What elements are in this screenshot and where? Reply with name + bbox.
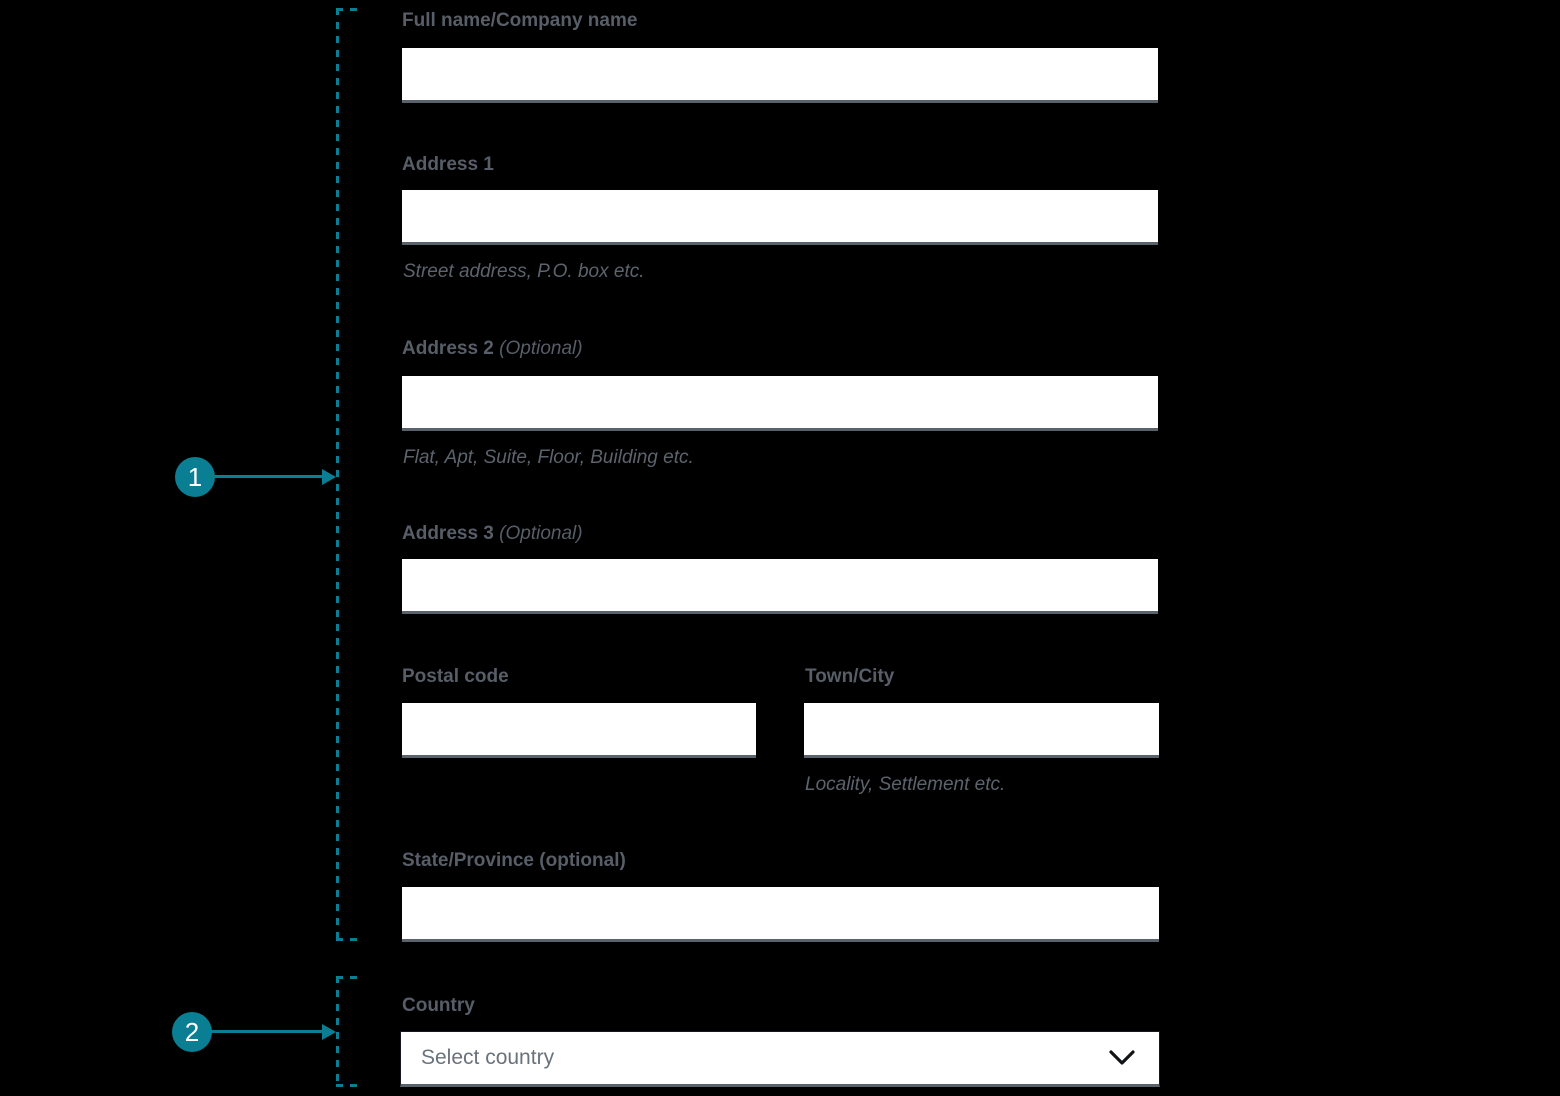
annotation-marker-1: 1 [175, 457, 215, 497]
address-2-input[interactable] [402, 376, 1158, 431]
country-label: Country [402, 995, 475, 1016]
address-1-input[interactable] [402, 190, 1158, 245]
annotation-arrow-1-head [322, 469, 336, 485]
address-3-optional-text: (Optional) [499, 523, 583, 544]
address-2-label-text: Address 2 [402, 338, 494, 359]
bracket-1-bottom-tick [336, 938, 358, 941]
address-3-input[interactable] [402, 559, 1158, 614]
address-1-hint: Street address, P.O. box etc. [403, 261, 645, 282]
bracket-1-line [336, 8, 339, 941]
town-city-label: Town/City [805, 666, 895, 687]
annotation-marker-2-number: 2 [184, 1016, 200, 1047]
chevron-down-icon [1107, 1047, 1137, 1069]
bracket-2-bottom-tick [336, 1084, 358, 1087]
bracket-2-line [336, 976, 339, 1087]
full-name-input[interactable] [402, 48, 1158, 103]
full-name-label: Full name/Company name [402, 10, 638, 31]
annotation-arrow-2-line [211, 1030, 324, 1033]
annotation-arrow-1-line [214, 475, 324, 478]
state-province-input[interactable] [402, 887, 1159, 942]
address-1-label: Address 1 [402, 154, 494, 175]
annotation-marker-2: 2 [172, 1012, 212, 1052]
town-city-input[interactable] [804, 703, 1159, 758]
address-3-label-text: Address 3 [402, 523, 494, 544]
postal-code-label: Postal code [402, 666, 509, 687]
state-province-label: State/Province (optional) [402, 850, 626, 871]
address-2-optional-text: (Optional) [499, 338, 583, 359]
address-2-hint: Flat, Apt, Suite, Floor, Building etc. [403, 447, 694, 468]
country-select-placeholder: Select country [421, 1046, 555, 1069]
country-select[interactable]: Select country [400, 1031, 1160, 1087]
annotation-arrow-2-head [322, 1024, 336, 1040]
address-2-label: Address 2 (Optional) [402, 338, 583, 360]
bracket-1-top-tick [336, 8, 358, 11]
postal-code-input[interactable] [402, 703, 756, 758]
address-3-label: Address 3 (Optional) [402, 523, 583, 545]
annotation-marker-1-number: 1 [187, 461, 203, 492]
bracket-2-top-tick [336, 976, 358, 979]
town-city-hint: Locality, Settlement etc. [805, 774, 1006, 795]
